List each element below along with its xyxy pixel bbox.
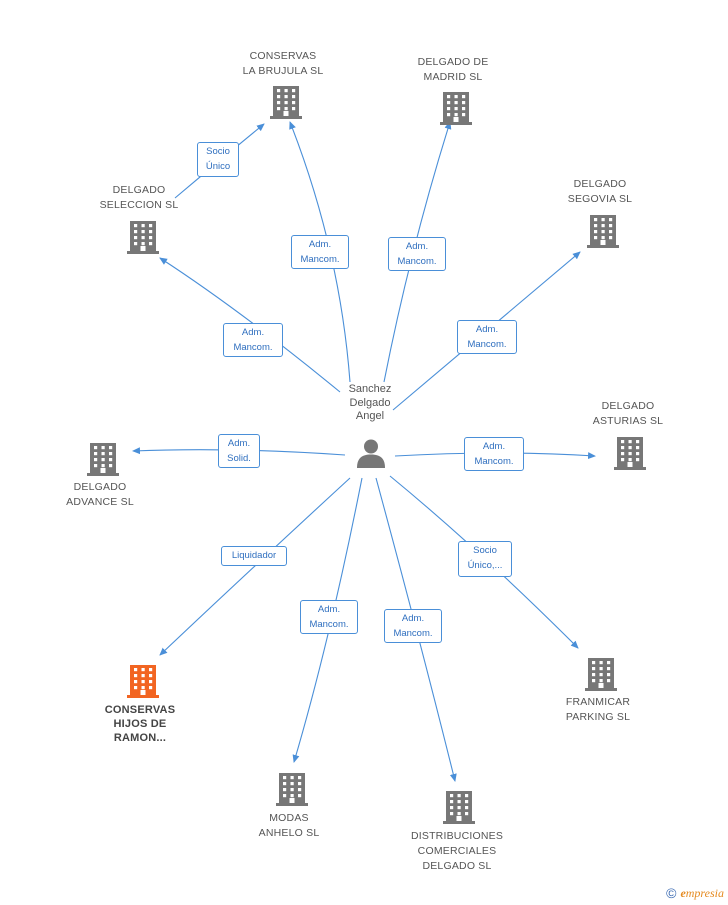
company-name-line: SEGOVIA SL — [567, 193, 633, 205]
company-name-delgado-asturias[interactable]: DELGADO ASTURIAS SL — [563, 399, 693, 429]
company-name-line: COMERCIALES — [417, 845, 497, 857]
relation-label-line: Socio — [206, 146, 230, 157]
company-name-delgado-segovia[interactable]: DELGADO SEGOVIA SL — [535, 177, 665, 207]
company-name-line: DELGADO — [112, 184, 166, 196]
building-icon[interactable] — [127, 221, 159, 254]
relation-label-line: Mancom. — [397, 255, 437, 267]
relation-label-line: Adm. — [241, 327, 265, 338]
relation-label-line: Socio — [473, 545, 497, 556]
company-name-line: ANHELO SL — [258, 827, 320, 839]
relation-label-line: Adm. — [227, 438, 251, 449]
company-name-line: DELGADO — [601, 400, 655, 412]
company-name-line: LA BRUJULA SL — [242, 65, 324, 77]
company-name-line: MODAS — [269, 812, 309, 824]
company-name-line: HIJOS DE — [113, 718, 167, 730]
brand-logo: empresia — [680, 885, 724, 900]
company-name-line: DELGADO — [573, 178, 627, 190]
person-icon[interactable] — [357, 439, 385, 469]
building-icon[interactable] — [127, 665, 159, 698]
edge-sanchez-delgado-angel-to-conservas-hijos-de-ramon — [159, 477, 351, 656]
relation-label-line: Mancom. — [309, 618, 349, 630]
relation-label[interactable]: Adm. Mancom. — [384, 609, 442, 643]
edge-sanchez-delgado-angel-to-delgado-seleccion — [159, 257, 341, 393]
relation-label-line: Adm. — [308, 239, 332, 250]
building-icon[interactable] — [276, 773, 308, 806]
company-name-line: FRANMICAR — [565, 696, 631, 708]
company-name-line: PARKING SL — [565, 711, 631, 723]
company-name-franmicar-parking[interactable]: FRANMICAR PARKING SL — [533, 695, 663, 725]
building-icon[interactable] — [440, 92, 472, 125]
building-icon[interactable] — [585, 658, 617, 691]
relation-label-line: Único — [205, 160, 231, 172]
relation-label-line: Adm. — [317, 604, 341, 615]
building-icon[interactable] — [443, 791, 475, 824]
relation-label-line: Adm. — [475, 324, 499, 335]
company-name-line: SELECCION SL — [99, 199, 179, 211]
relation-label-line: Mancom. — [474, 455, 514, 467]
relation-label-line: Solid. — [227, 452, 251, 464]
building-icon[interactable] — [614, 437, 646, 470]
relation-label[interactable]: Liquidador — [221, 546, 287, 566]
relation-label[interactable]: Adm. Mancom. — [464, 437, 524, 471]
company-name-line: RAMON... — [113, 732, 167, 744]
company-name-line: DISTRIBUCIONES — [410, 830, 504, 842]
center-name-line: Delgado — [349, 396, 391, 409]
company-name-line: ASTURIAS SL — [592, 415, 664, 427]
company-name-line: DELGADO DE — [417, 56, 489, 68]
relation-label-line: Mancom. — [467, 338, 507, 350]
company-name-conservas-hijos-de-ramon[interactable]: CONSERVAS HIJOS DE RAMON... — [75, 703, 205, 745]
relation-label[interactable]: Adm. Mancom. — [223, 323, 283, 357]
relation-label-line: Único,... — [467, 559, 503, 571]
relation-label[interactable]: Adm. Mancom. — [291, 235, 349, 269]
relation-label[interactable]: Adm. Mancom. — [457, 320, 517, 354]
relation-label-line: Mancom. — [393, 627, 433, 639]
building-icon[interactable] — [587, 215, 619, 248]
company-name-line: MADRID SL — [423, 71, 483, 83]
company-name-line: ADVANCE SL — [66, 496, 134, 508]
building-icon[interactable] — [270, 86, 302, 119]
copyright-symbol: © — [666, 885, 677, 901]
relation-label-line: Mancom. — [300, 253, 340, 265]
relation-label-line: Adm. — [482, 441, 506, 452]
relation-label-line: Adm. — [405, 241, 429, 252]
relation-label[interactable]: Adm. Solid. — [218, 434, 260, 468]
footer-brand: © empresia — [666, 885, 724, 901]
relation-label-line: Mancom. — [233, 341, 273, 353]
building-icon[interactable] — [87, 443, 119, 476]
company-name-line: DELGADO SL — [422, 860, 492, 872]
relation-label-line: Liquidador — [231, 550, 277, 561]
company-name-delgado-de-madrid[interactable]: DELGADO DE MADRID SL — [388, 55, 518, 85]
company-name-line: DELGADO — [73, 481, 127, 493]
company-name-delgado-advance[interactable]: DELGADO ADVANCE SL — [35, 480, 165, 510]
relation-label[interactable]: Adm. Mancom. — [300, 600, 358, 634]
company-name-line: CONSERVAS — [249, 50, 317, 62]
company-name-line: CONSERVAS — [104, 704, 176, 716]
company-name-distribuciones-comerciales[interactable]: DISTRIBUCIONES COMERCIALES DELGADO SL — [392, 829, 522, 874]
center-name-line: Sanchez — [348, 383, 392, 395]
company-name-delgado-seleccion[interactable]: DELGADO SELECCION SL — [74, 183, 204, 213]
relation-label[interactable]: Adm. Mancom. — [388, 237, 446, 271]
center-name-line: Angel — [355, 410, 385, 422]
company-name-conservas-la-brujula[interactable]: CONSERVAS LA BRUJULA SL — [218, 49, 348, 79]
center-person-name[interactable]: Sanchez Delgado Angel — [328, 383, 412, 424]
relation-label-line: Adm. — [401, 613, 425, 624]
company-name-modas-anhelo[interactable]: MODAS ANHELO SL — [224, 811, 354, 841]
